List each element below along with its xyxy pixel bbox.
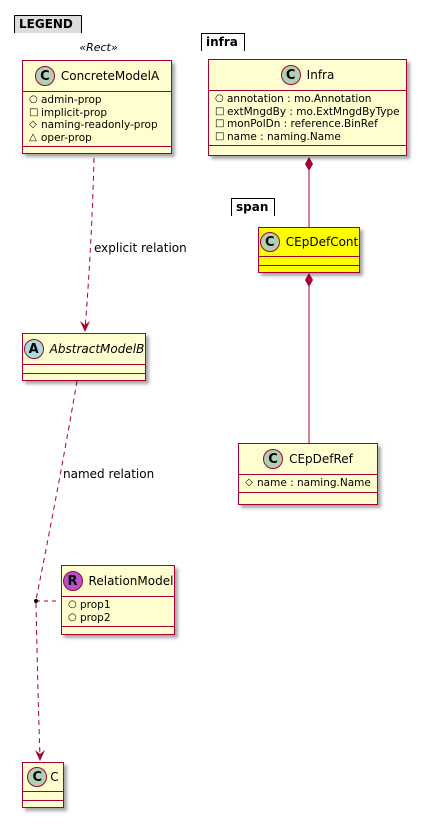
named-relation-line <box>35 380 78 601</box>
explicit-relation-arrowhead <box>80 321 90 332</box>
field-row: □extMngdBy : mo.ExtMngdByType <box>215 105 400 118</box>
class-cepdefcont[interactable]: C CEpDefCont <box>258 227 360 273</box>
class-c-icon: C <box>280 65 301 85</box>
relation-junction-dot <box>34 599 38 603</box>
infra-package-tab: infra <box>201 33 245 51</box>
abstract-a-icon: A <box>23 339 44 359</box>
relation-r-icon: R <box>62 571 83 591</box>
public-icon: ○ <box>68 599 77 610</box>
field-row: ○prop2 <box>68 611 111 624</box>
private-icon: □ <box>215 130 225 142</box>
protected-icon: ◇ <box>245 477 253 488</box>
class-abstract-model-b[interactable]: A AbstractModelB <box>22 333 146 381</box>
private-icon: □ <box>215 118 225 129</box>
class-c-icon: C <box>259 232 280 252</box>
class-c[interactable]: C C <box>22 762 64 808</box>
class-cepdefref[interactable]: C CEpDefRef ◇name : naming.Name <box>238 443 378 505</box>
class-name: CEpDefRef <box>289 452 353 466</box>
class-name: C <box>50 770 59 784</box>
named-relation-label: named relation <box>63 467 155 481</box>
public-icon: ○ <box>215 93 224 104</box>
field-row: □name : naming.Name <box>215 130 341 143</box>
class-fields: ○prop1 ○prop2 <box>62 597 174 626</box>
class-fields: ○annotation : mo.Annotation □extMngdBy :… <box>209 91 406 145</box>
class-c-icon: C <box>263 449 284 469</box>
class-name: ConcreteModelA <box>60 69 160 83</box>
class-relation-model[interactable]: R RelationModel ○prop1 ○prop2 <box>61 565 175 635</box>
class-c-icon: C <box>27 767 48 787</box>
field-row: △oper-prop <box>29 131 92 144</box>
public-icon: ○ <box>29 94 38 105</box>
class-c-icon: C <box>34 66 55 86</box>
private-icon: □ <box>29 106 39 118</box>
field-row: □monPolDn : reference.BinRef <box>215 118 378 130</box>
class-fields: ◇name : naming.Name <box>239 475 377 492</box>
infra-composition-diamond <box>305 157 313 171</box>
span-package-tab: span <box>231 198 275 216</box>
explicit-relation-label: explicit relation <box>94 241 187 255</box>
class-fields: ○admin-prop □implicit-prop ◇naming-reado… <box>23 92 171 146</box>
class-infra[interactable]: C Infra ○annotation : mo.Annotation □ext… <box>208 59 407 156</box>
class-name: AbstractModelB <box>49 342 145 356</box>
class-name: CEpDefCont <box>285 235 359 249</box>
legend-package-tab: LEGEND <box>14 15 82 33</box>
package-icon: △ <box>29 131 37 143</box>
field-row: ○annotation : mo.Annotation <box>215 93 372 105</box>
class-name: Infra <box>306 68 335 82</box>
field-row: ◇naming-readonly-prop <box>29 119 158 131</box>
field-row: ○admin-prop <box>29 94 102 106</box>
public-icon: ○ <box>68 611 77 623</box>
class-name: RelationModel <box>88 574 174 588</box>
field-row: □implicit-prop <box>29 106 108 119</box>
named-relation-arrowhead <box>35 750 45 761</box>
named-relation-line-lower <box>35 602 41 759</box>
class-concrete-model-a[interactable]: C ConcreteModelA ○admin-prop □implicit-p… <box>22 60 172 154</box>
field-row: ◇name : naming.Name <box>245 477 371 489</box>
legend-stereotype: «Rect» <box>79 41 118 54</box>
private-icon: □ <box>215 105 225 117</box>
explicit-relation-line <box>84 157 95 331</box>
field-row: ○prop1 <box>68 599 111 611</box>
cepdef-composition-diamond <box>305 273 313 287</box>
protected-icon: ◇ <box>29 119 37 130</box>
